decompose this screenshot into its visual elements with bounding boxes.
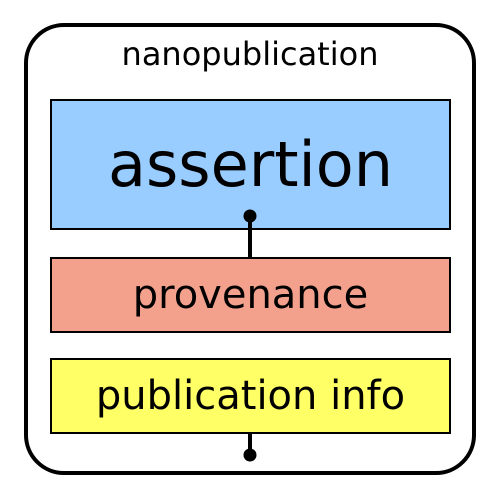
- assertion-box: assertion: [50, 99, 451, 230]
- provenance-box: provenance: [50, 257, 451, 333]
- publication-info-box: publication info: [50, 358, 451, 434]
- nanopublication-title: nanopublication: [121, 35, 379, 73]
